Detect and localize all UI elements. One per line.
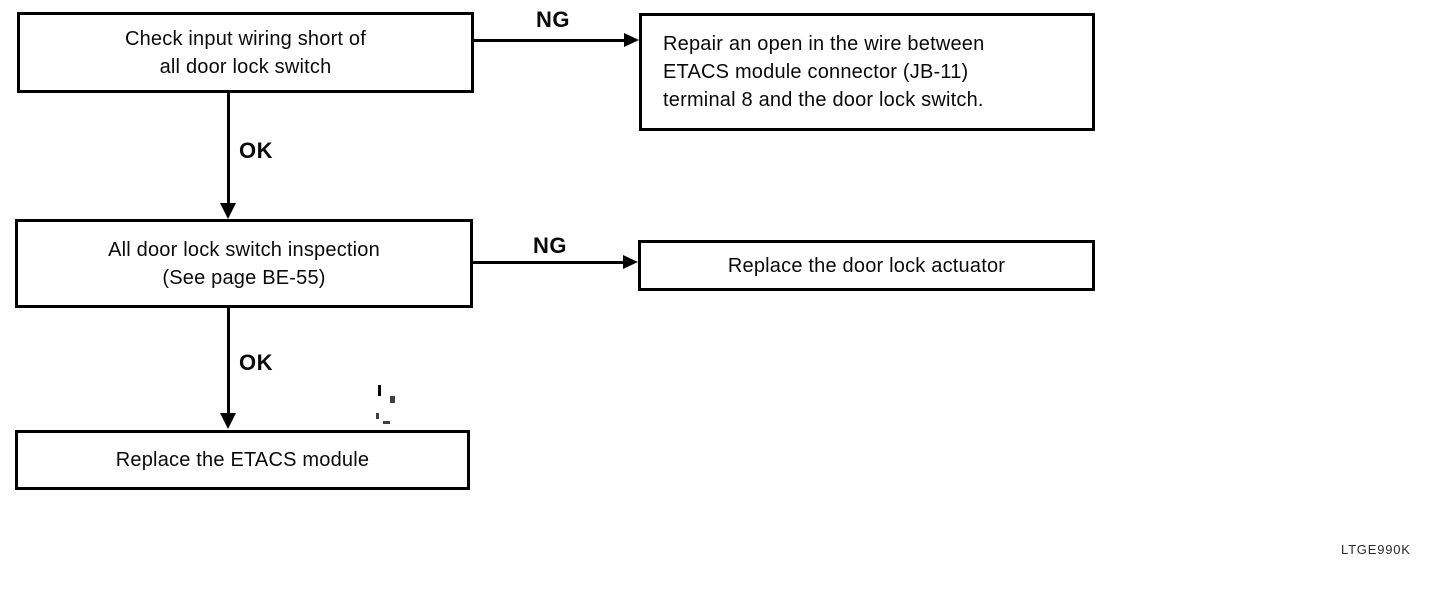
flow-box-text-line: (See page BE-55)	[162, 266, 326, 289]
flow-box-text-line: Replace the ETACS module	[115, 449, 370, 471]
edge-label-ng-1: NG	[536, 7, 570, 32]
flow-box-replace-etacs-module: Replace the ETACS module	[15, 430, 470, 490]
flow-box-repair-open-wire: Repair an open in the wire between ETACS…	[639, 13, 1095, 131]
flow-box-text-line: all door lock switch	[159, 55, 332, 78]
scan-smudge	[390, 396, 395, 403]
edge-label-ok-2: OK	[239, 350, 273, 375]
flow-box-check-input-wiring: Check input wiring short of all door loc…	[17, 12, 474, 93]
arrow-line-ok1	[227, 93, 230, 204]
arrowhead-down-ok1	[220, 203, 236, 219]
flow-box-text-line: Replace the door lock actuator	[727, 254, 1006, 277]
flow-box-text-line: Repair an open in the wire between	[663, 33, 985, 55]
scan-smudge	[376, 413, 379, 419]
scan-smudge	[383, 421, 390, 424]
arrow-line-ng2	[473, 261, 624, 264]
arrowhead-down-ok2	[220, 413, 236, 429]
flow-box-replace-actuator: Replace the door lock actuator	[638, 240, 1095, 291]
arrow-line-ok2	[227, 308, 230, 414]
flow-box-text-line: All door lock switch inspection	[108, 238, 380, 261]
flow-box-text-line: ETACS module connector (JB-11)	[663, 61, 969, 83]
flow-box-text-line: Check input wiring short of	[124, 27, 367, 50]
arrowhead-right-ng1	[624, 33, 639, 47]
edge-label-ng-2: NG	[533, 233, 567, 258]
edge-label-ok-1: OK	[239, 138, 273, 163]
arrowhead-right-ng2	[623, 255, 638, 269]
flow-box-text-line: terminal 8 and the door lock switch.	[663, 89, 984, 111]
scan-smudge	[378, 385, 381, 396]
arrow-line-ng1	[474, 39, 625, 42]
figure-code: LTGE990K	[1341, 542, 1411, 557]
flow-box-switch-inspection: All door lock switch inspection (See pag…	[15, 219, 473, 308]
